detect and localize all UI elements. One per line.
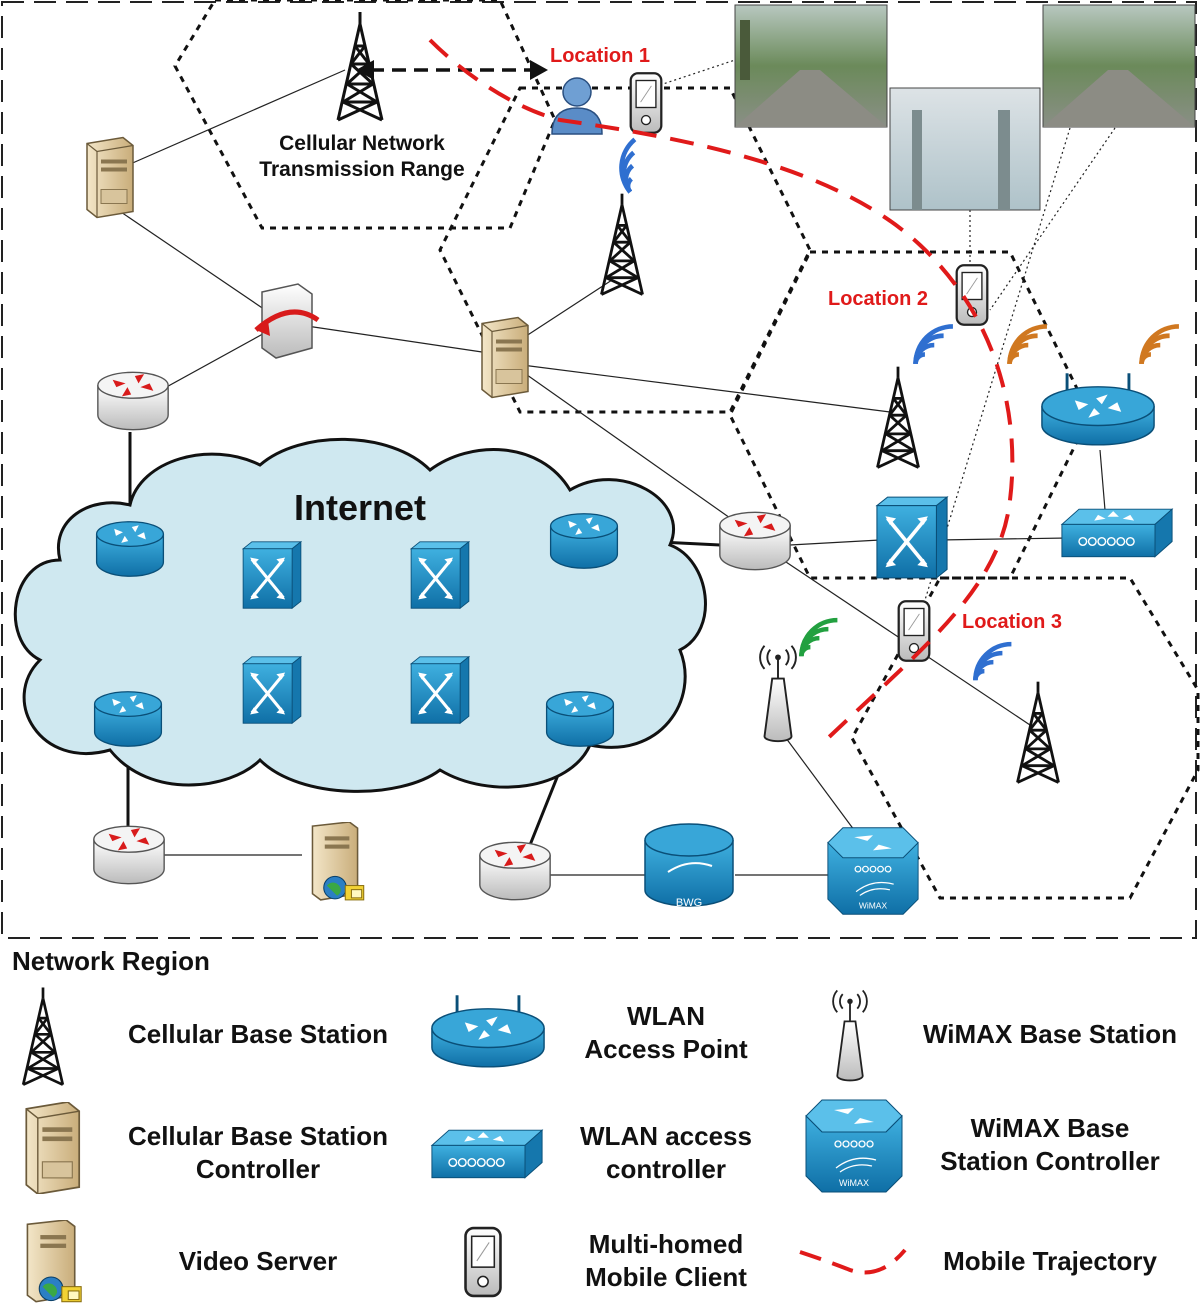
bwg-icon: BWG [644, 823, 734, 909]
router-icon [93, 690, 163, 748]
switch-icon [241, 655, 303, 725]
legend-trajectory: Mobile Trajectory [943, 1246, 1157, 1276]
video-server-icon [26, 1220, 83, 1303]
wlan-controller-icon [431, 1129, 543, 1179]
wimax-controller-icon [805, 1099, 903, 1193]
location-1-label: Location 1 [550, 45, 650, 67]
router-icon [97, 371, 169, 431]
cellular-tower-icon [876, 365, 920, 469]
legend-wlan-ac: WLAN access [580, 1121, 752, 1151]
switch-icon [409, 655, 471, 725]
legend-wlan-ap: WLAN [627, 1001, 705, 1031]
switch-icon [241, 540, 303, 610]
cellular-range-label: Transmission Range [259, 158, 464, 181]
video-server-icon [311, 822, 365, 901]
wimax-controller-icon [827, 827, 919, 915]
wlan-controller-icon [1061, 508, 1173, 558]
legend-cellular-bsc: Controller [196, 1154, 320, 1184]
cell-hex-4 [850, 576, 1200, 900]
router-icon [95, 520, 165, 578]
video-frame-2 [889, 87, 1041, 211]
wifi-signal-icon [1010, 326, 1047, 363]
cellular-tower-icon [21, 986, 65, 1087]
wimax-bs-icon [759, 644, 797, 743]
network-region-border [1, 1, 1197, 939]
server-icon [86, 136, 134, 219]
switch-icon [409, 540, 471, 610]
cellular-tower-icon [1016, 680, 1060, 784]
wifi-signal-icon [801, 620, 837, 656]
legend-trajectory-icon [799, 1248, 907, 1275]
bwg-label: BWG [676, 897, 702, 909]
router-icon [719, 511, 791, 571]
wlan-ap-icon [430, 993, 546, 1069]
legend-mobile-client: Mobile Client [585, 1262, 747, 1292]
legend-wimax-bs: WiMAX Base Station [923, 1019, 1177, 1049]
mobile-client-icon [464, 1226, 502, 1298]
cellular-tower-icon [600, 192, 644, 296]
location-3-label: Location 3 [962, 611, 1062, 633]
cell-hex-2 [438, 86, 812, 414]
legend-cellular-bs: Cellular Base Station [128, 1019, 388, 1049]
wifi-signal-icon [1142, 326, 1179, 363]
internet-label: Internet [294, 487, 426, 528]
mobile-client-icon [897, 600, 931, 662]
range-arrow [356, 60, 548, 80]
wifi-signal-icon [916, 326, 953, 363]
legend-title: Network Region [12, 946, 210, 976]
server-icon [25, 1102, 81, 1194]
server-icon [481, 316, 529, 399]
router-icon [93, 825, 165, 885]
mobile-client-icon [629, 72, 663, 134]
legend-wlan-ac: controller [606, 1154, 726, 1184]
internet-cloud [13, 437, 707, 793]
legend-wlan-ap: Access Point [584, 1034, 748, 1064]
video-frame-3 [1042, 4, 1196, 128]
legend-wimax-bsc: Station Controller [940, 1146, 1160, 1176]
cell-hex-1 [173, 0, 557, 230]
location-2-label: Location 2 [828, 288, 928, 310]
legend-mobile-client: Multi-homed [589, 1229, 744, 1259]
mobile-client-icon [955, 264, 989, 326]
cellular-tower-icon [336, 12, 384, 122]
firewall-icon [254, 283, 320, 359]
router-icon [549, 512, 619, 570]
cellular-range-label: Cellular Network [279, 132, 445, 155]
router-icon [545, 690, 615, 748]
wifi-signal-icon [975, 644, 1011, 680]
user-icon [551, 77, 603, 135]
switch-icon [874, 495, 950, 580]
legend-wimax-bsc: WiMAX Base [971, 1113, 1130, 1143]
legend-cellular-bsc: Cellular Base Station [128, 1121, 388, 1151]
router-icon [479, 841, 551, 901]
video-frame-1 [734, 4, 888, 128]
wimax-bs-icon [832, 989, 868, 1082]
wifi-signal-icon [606, 139, 659, 192]
mobile-trajectory [428, 38, 1015, 742]
legend-video-server: Video Server [179, 1246, 338, 1276]
wlan-ap-icon [1040, 371, 1156, 447]
